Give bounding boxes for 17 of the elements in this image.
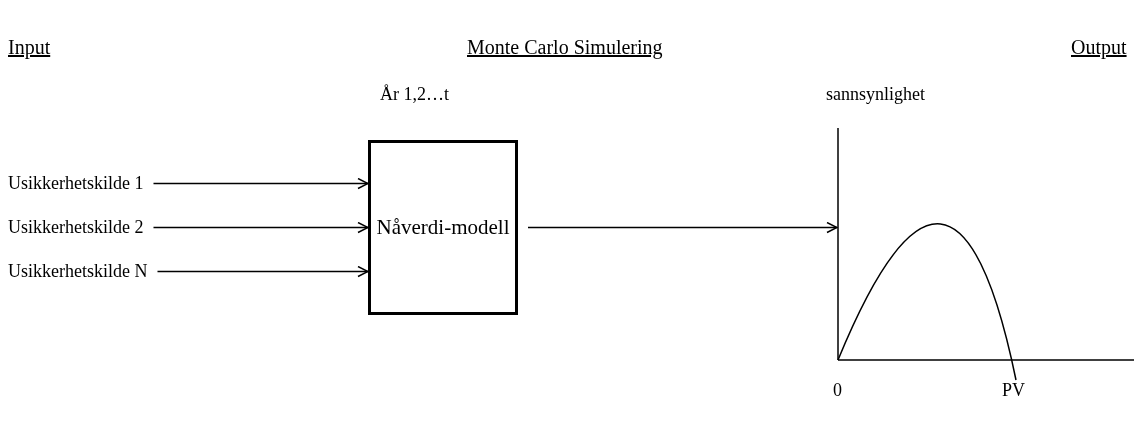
process-box bbox=[368, 140, 518, 315]
axis-label: sannsynlighet bbox=[826, 84, 925, 105]
box-label: Nåverdi-modell bbox=[376, 215, 510, 240]
arrow bbox=[152, 177, 369, 190]
arrow bbox=[156, 265, 369, 278]
tick-label: PV bbox=[1002, 380, 1025, 401]
source-label: Usikkerhetskilde 1 bbox=[8, 173, 144, 194]
time-label: År 1,2…t bbox=[380, 84, 449, 105]
arrow bbox=[152, 221, 369, 234]
source-label: Usikkerhetskilde 2 bbox=[8, 217, 144, 238]
tick-label: 0 bbox=[833, 380, 842, 401]
heading: Monte Carlo Simulering bbox=[467, 36, 663, 59]
arrow bbox=[527, 221, 838, 234]
distribution-chart-drawing bbox=[836, 128, 1136, 383]
heading: Output bbox=[1071, 36, 1127, 59]
source-label: Usikkerhetskilde N bbox=[8, 261, 148, 282]
heading: Input bbox=[8, 36, 51, 59]
